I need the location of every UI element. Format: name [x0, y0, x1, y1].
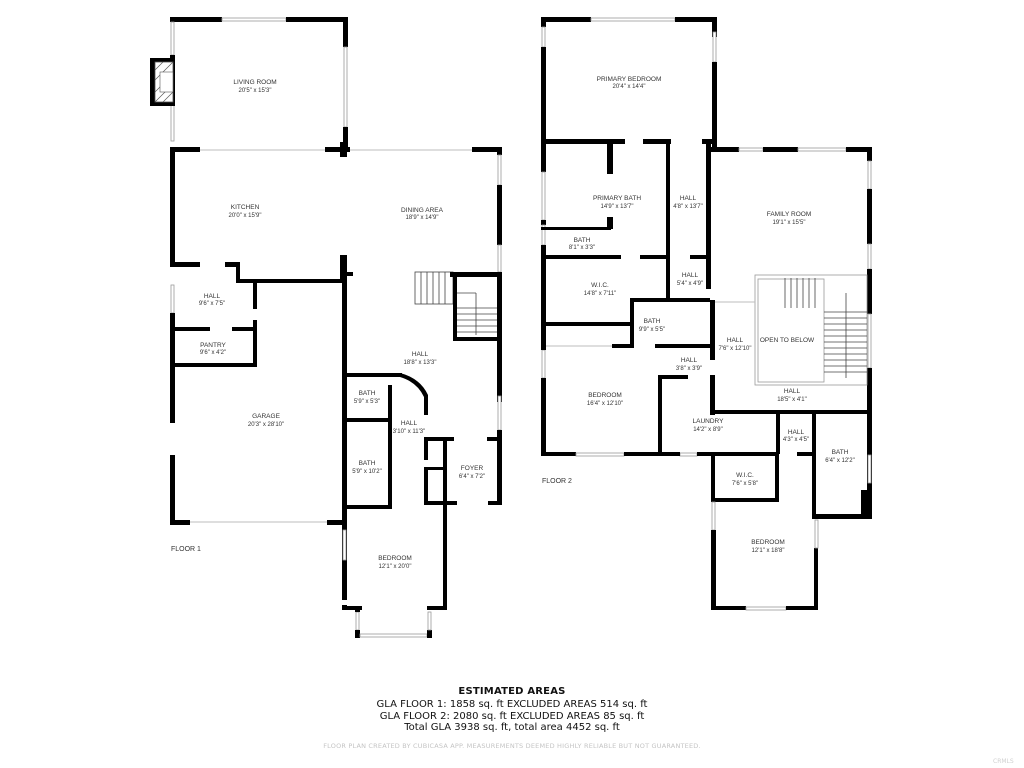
room-dims: 7'6" x 5'8" [732, 481, 758, 487]
floor-2-labels: PRIMARY BEDROOM 20'4" x 14'4" PRIMARY BA… [542, 76, 855, 554]
room-label: HALL [401, 420, 418, 427]
room-label: BEDROOM [751, 539, 785, 546]
room-label: BEDROOM [588, 392, 622, 399]
room-label: PRIMARY BEDROOM [597, 76, 662, 83]
room-label: HALL [204, 293, 221, 300]
room-dims: 18'5" x 4'1" [777, 397, 807, 403]
room-label: HALL [682, 272, 699, 279]
room-label: BEDROOM [378, 555, 412, 562]
floor-2-plan [541, 17, 872, 611]
room-dims: 19'1" x 15'5" [773, 220, 806, 226]
open-to-below [715, 274, 868, 386]
stairs-icon [414, 271, 500, 341]
watermark: CRMLS [993, 758, 1014, 765]
room-dims: 9'6" x 4'2" [200, 350, 226, 356]
room-dims: 20'4" x 14'4" [613, 84, 646, 90]
room-label: HALL [412, 351, 429, 358]
room-dims: 8'1" x 3'3" [569, 245, 595, 251]
room-dims: 12'1" x 18'8" [752, 548, 785, 554]
disclaimer: FLOOR PLAN CREATED BY CUBICASA APP. MEAS… [323, 742, 701, 750]
room-dims: 18'8" x 13'3" [404, 360, 437, 366]
room-label: HALL [788, 429, 805, 436]
room-label: LIVING ROOM [233, 79, 276, 86]
room-dims: 6'4" x 7'2" [459, 474, 485, 480]
floor-1-plan [150, 17, 502, 638]
room-dims: 4'3" x 4'5" [783, 437, 809, 443]
room-label: BATH [832, 449, 849, 456]
room-label: FOYER [461, 465, 484, 472]
room-dims: 18'9" x 14'9" [406, 215, 439, 221]
room-dims: 6'4" x 12'2" [825, 458, 855, 464]
stairs-icon [784, 278, 867, 378]
total-gla: Total GLA 3938 sq. ft, total area 4452 s… [404, 722, 620, 733]
room-dims: 3'10" x 11'3" [393, 429, 425, 435]
floor-1-label: FLOOR 1 [171, 546, 201, 553]
room-label: FAMILY ROOM [767, 211, 812, 218]
room-label: PRIMARY BATH [593, 195, 641, 202]
gla-floor-1: GLA FLOOR 1: 1858 sq. ft EXCLUDED AREAS … [376, 699, 648, 710]
room-label: PANTRY [200, 342, 226, 349]
room-dims: 3'8" x 3'9" [676, 366, 702, 372]
room-dims: 5'9" x 10'2" [352, 469, 382, 475]
room-label: W.I.C. [591, 282, 609, 289]
room-dims: 16'4" x 12'10" [587, 401, 623, 407]
room-label: BATH [359, 460, 376, 467]
room-dims: 14'2" x 8'9" [693, 427, 723, 433]
room-label: HALL [784, 388, 801, 395]
room-label: HALL [680, 195, 697, 202]
room-dims: 14'9" x 13'7" [601, 204, 634, 210]
room-label: BATH [359, 390, 376, 397]
room-label: GARAGE [252, 413, 280, 420]
room-dims: 20'5" x 15'3" [239, 88, 272, 94]
room-label: W.I.C. [736, 472, 754, 479]
room-dims: 4'8" x 13'7" [673, 204, 703, 210]
room-label: DINING AREA [401, 207, 444, 214]
room-label: HALL [681, 357, 698, 364]
room-dims: 20'0" x 15'9" [229, 213, 262, 219]
room-label: BATH [574, 237, 591, 244]
floor-1-labels: LIVING ROOM 20'5" x 15'3" KITCHEN 20'0" … [171, 79, 485, 570]
room-dims: 12'1" x 20'0" [379, 564, 412, 570]
room-dims: 7'6" x 12'10" [719, 346, 752, 352]
room-dims: 9'9" x 5'5" [639, 327, 665, 333]
room-dims: 9'6" x 7'5" [199, 301, 225, 307]
estimated-areas-title: ESTIMATED AREAS [458, 686, 566, 697]
room-dims: 5'4" x 4'9" [677, 281, 703, 287]
room-label: OPEN TO BELOW [760, 337, 815, 344]
floor-2-label: FLOOR 2 [542, 478, 572, 485]
room-dims: 20'3" x 28'10" [248, 422, 284, 428]
room-label: BATH [644, 318, 661, 325]
room-label: KITCHEN [231, 204, 260, 211]
gla-floor-2: GLA FLOOR 2: 2080 sq. ft EXCLUDED AREAS … [379, 711, 645, 722]
room-dims: 14'8" x 7'11" [584, 291, 616, 297]
room-label: HALL [727, 337, 744, 344]
room-dims: 5'9" x 5'3" [354, 399, 380, 405]
room-label: LAUNDRY [693, 418, 725, 425]
